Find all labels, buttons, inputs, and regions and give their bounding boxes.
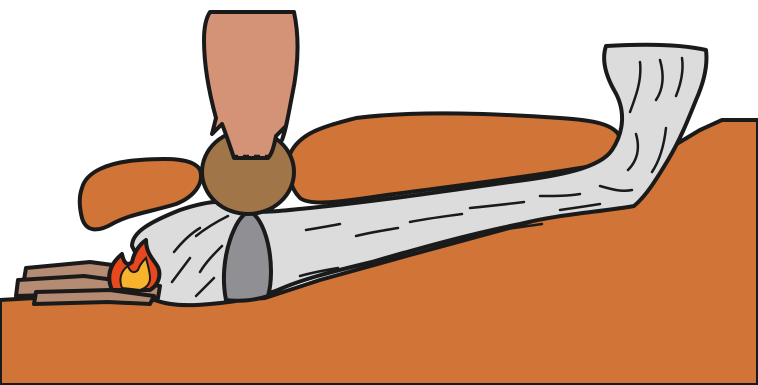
campfire-icon (16, 240, 160, 304)
arm-icon (204, 12, 298, 158)
